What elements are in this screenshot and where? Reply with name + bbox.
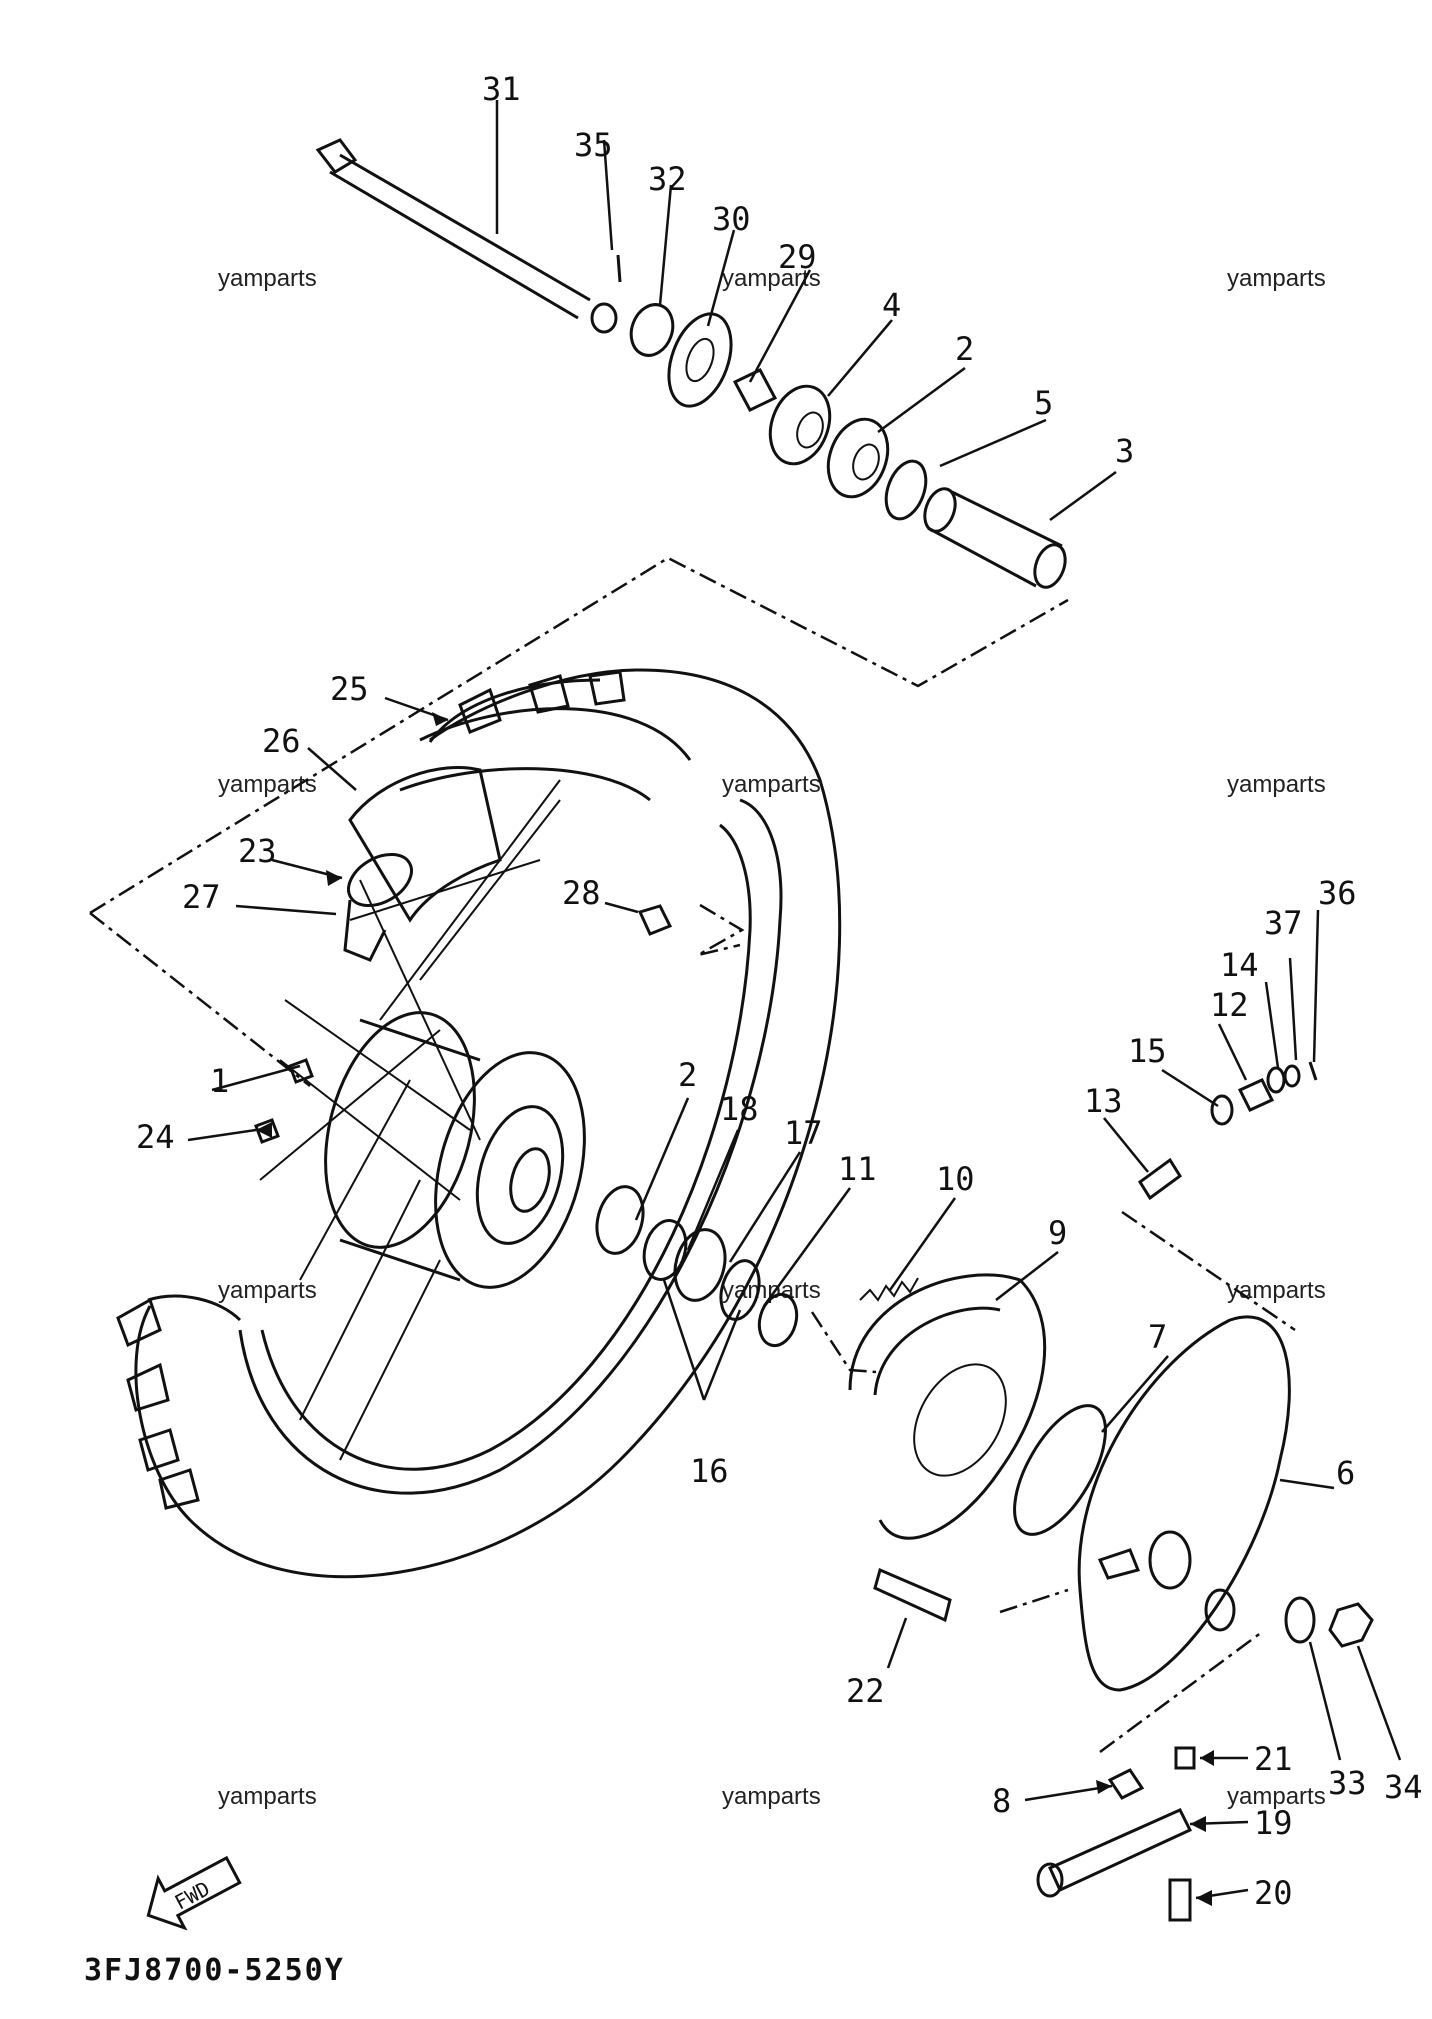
bearing <box>826 417 890 499</box>
watermark: yamparts <box>1227 265 1326 292</box>
callout-13: 13 <box>1084 1082 1123 1120</box>
spokes <box>259 779 561 1461</box>
left-bearing-stack <box>595 1185 799 1348</box>
callout-2: 2 <box>678 1056 697 1094</box>
callout-7: 7 <box>1148 1318 1167 1356</box>
fwd-arrow-icon: FWD <box>146 1855 242 1931</box>
callout-27: 27 <box>182 878 221 916</box>
callout-20: 20 <box>1254 1874 1293 1912</box>
callout-5: 5 <box>1034 384 1053 422</box>
callout-1: 1 <box>210 1062 229 1100</box>
callout-6: 6 <box>1336 1454 1355 1492</box>
callout-4: 4 <box>882 286 901 324</box>
assembly-lines <box>89 556 1296 1754</box>
oil-seal <box>884 459 928 521</box>
fwd-label: FWD <box>171 1876 214 1914</box>
rim-band-and-tube <box>343 765 502 962</box>
watermark: yamparts <box>722 771 821 798</box>
watermark: yamparts <box>218 1277 317 1304</box>
callout-2: 2 <box>955 330 974 368</box>
wheel <box>116 668 842 1579</box>
callout-26: 26 <box>262 722 301 760</box>
washer <box>1284 1596 1316 1644</box>
hub <box>324 1011 586 1289</box>
callout-28: 28 <box>562 874 601 912</box>
brake-plate <box>1077 1315 1291 1692</box>
callout-34: 34 <box>1384 1768 1423 1806</box>
callout-33: 33 <box>1328 1764 1367 1802</box>
brake-spring <box>859 1277 919 1302</box>
watermark: yamparts <box>1227 1277 1326 1304</box>
drawing-code: 3FJ8700-5250Y <box>84 1953 345 1988</box>
callout-32: 32 <box>648 160 687 198</box>
watermark: yamparts <box>1227 1783 1326 1810</box>
axle <box>315 138 618 334</box>
watermark: yamparts <box>218 1783 317 1810</box>
spoke-nipple <box>637 904 673 936</box>
callout-22: 22 <box>846 1672 885 1710</box>
leader-arrowheads <box>256 712 1214 1906</box>
brake-camshaft <box>873 1567 952 1623</box>
callout-16: 16 <box>690 1452 729 1490</box>
watermark: yamparts <box>722 1783 821 1810</box>
watermark: yamparts <box>1227 771 1326 798</box>
callout-17: 17 <box>784 1114 823 1152</box>
watermark: yamparts <box>218 265 317 292</box>
bearing <box>768 384 832 466</box>
tire <box>134 668 842 1579</box>
callout-14: 14 <box>1220 946 1259 984</box>
axle-assembly <box>315 138 1067 589</box>
callout-9: 9 <box>1048 1214 1067 1252</box>
callout-15: 15 <box>1128 1032 1167 1070</box>
callout-labels: 1 2 2 3 4 5 6 7 8 9 10 11 12 13 14 15 16… <box>136 70 1423 1912</box>
lever-nut <box>1174 1746 1196 1770</box>
callout-8: 8 <box>992 1782 1011 1820</box>
wear-indicator <box>1107 1768 1145 1800</box>
callout-24: 24 <box>136 1118 175 1156</box>
callout-10: 10 <box>936 1160 975 1198</box>
collar <box>732 368 778 412</box>
spacer <box>923 487 1067 589</box>
callout-35: 35 <box>574 126 613 164</box>
callout-25: 25 <box>330 670 369 708</box>
brake-cam-lever <box>1036 1808 1193 1898</box>
callout-29: 29 <box>778 238 817 276</box>
callout-11: 11 <box>838 1150 877 1188</box>
rim <box>238 798 783 1495</box>
callout-12: 12 <box>1210 986 1249 1024</box>
nipple <box>254 1118 280 1144</box>
callout-37: 37 <box>1264 904 1303 942</box>
callout-3: 3 <box>1115 432 1134 470</box>
washer <box>629 303 675 357</box>
cotter-pin <box>616 254 622 283</box>
lever-bolt <box>1168 1878 1192 1922</box>
axle-nut <box>1328 1602 1374 1648</box>
brake-seal <box>1013 1404 1107 1536</box>
brake-shoe <box>848 1273 1047 1540</box>
callout-30: 30 <box>712 200 751 238</box>
callout-36: 36 <box>1318 874 1357 912</box>
callout-18: 18 <box>720 1090 759 1128</box>
meter-gear <box>667 312 733 408</box>
meter-drive-parts <box>1137 1061 1318 1201</box>
callout-19: 19 <box>1254 1804 1293 1842</box>
callout-31: 31 <box>482 70 521 108</box>
spoke <box>288 1058 314 1084</box>
watermark: yamparts <box>218 771 317 798</box>
callout-23: 23 <box>238 832 277 870</box>
callout-21: 21 <box>1254 1740 1293 1778</box>
